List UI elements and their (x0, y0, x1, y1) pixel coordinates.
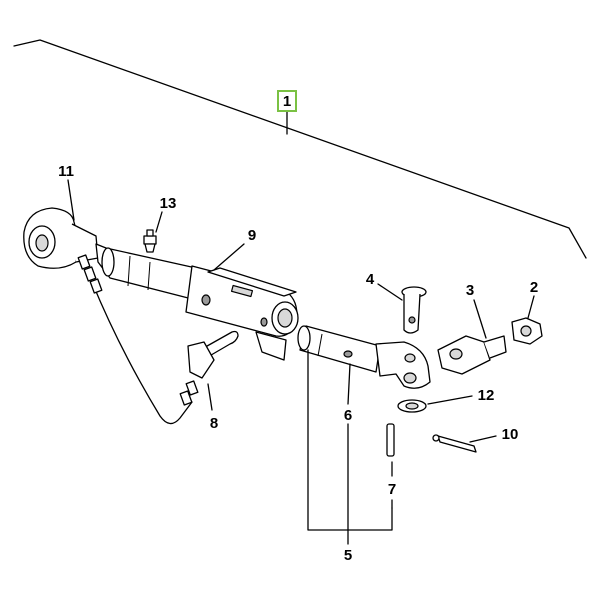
callout-4[interactable]: 4 (366, 271, 375, 288)
clevis-pin (401, 286, 427, 334)
split-pin (432, 434, 477, 453)
hex-nut (511, 317, 543, 345)
lynch-pin (179, 330, 239, 406)
callout-2-leader (527, 295, 535, 319)
assembly-bracket-line (13, 39, 587, 259)
callout-3[interactable]: 3 (466, 282, 474, 299)
callout-2[interactable]: 2 (530, 279, 538, 296)
callout-12[interactable]: 12 (478, 387, 495, 404)
callout-6-leader (347, 363, 351, 405)
mounting-bracket (437, 335, 507, 375)
callout-13[interactable]: 13 (160, 195, 177, 212)
roll-pin (386, 423, 395, 457)
callout-1[interactable]: 1 (283, 93, 291, 110)
callout-12-leader (427, 395, 473, 405)
washer (397, 399, 427, 413)
callout-7[interactable]: 7 (388, 481, 396, 498)
callout-10[interactable]: 10 (502, 426, 519, 443)
callout-1-highlight-box (277, 90, 297, 112)
callout-8[interactable]: 8 (210, 415, 218, 432)
callout-9[interactable]: 9 (248, 227, 256, 244)
grease-nipple (143, 229, 157, 253)
callout-10-leader (469, 435, 497, 443)
callout-4-leader (377, 283, 403, 301)
ball-joint-end (23, 207, 103, 294)
callout-11-leader (67, 179, 75, 221)
callout-13-leader (155, 211, 163, 233)
callout-3-leader (473, 299, 487, 339)
callout-6[interactable]: 6 (344, 407, 352, 424)
callout-5[interactable]: 5 (344, 547, 352, 564)
top-link-main-tube (95, 243, 299, 361)
clevis-rod (297, 325, 431, 389)
callout-5-bracket (307, 349, 393, 531)
retaining-cord (91, 281, 193, 425)
callout-11[interactable]: 11 (58, 163, 74, 180)
callout-8-leader (207, 383, 213, 411)
callout-9-leader (213, 243, 245, 271)
